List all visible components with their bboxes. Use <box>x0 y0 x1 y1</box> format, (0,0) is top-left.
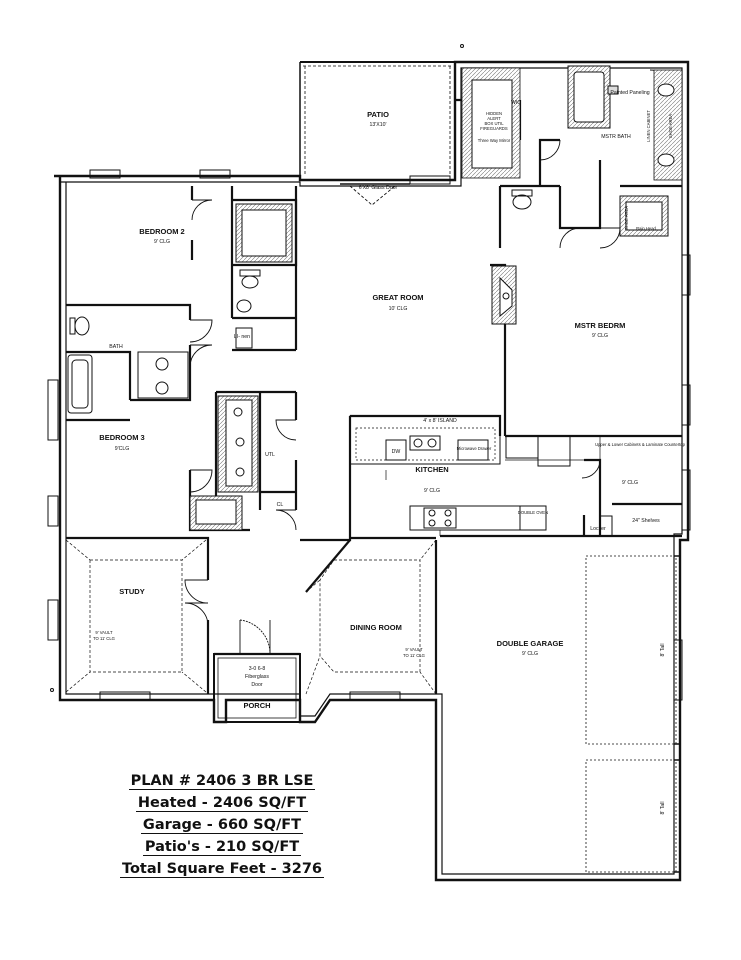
exterior-walls <box>47 44 691 882</box>
garage-door-height-2: 8' Tall <box>660 801 666 814</box>
painted-paneling: Painted Paneling <box>610 90 649 96</box>
dining-ceiling-2: TO 11' CLG <box>403 653 425 658</box>
fireplace <box>491 265 517 325</box>
garage-label: DOUBLE GARAGE <box>497 639 564 648</box>
locker-label: Locker <box>590 526 606 532</box>
shoe-area-label: SHOE AREA <box>668 114 673 138</box>
linen-label: LI- nen <box>234 334 250 340</box>
doors <box>184 69 681 655</box>
microwave-label: Microwave Drawer <box>457 446 492 451</box>
wic-mirror: Three Way Mirror <box>478 138 511 143</box>
upper-cabinets-label: Upper & Lower Cabinets & Laminate Counte… <box>595 442 686 447</box>
hall-bath-fixtures <box>67 203 293 531</box>
bedroom2-ceiling: 9' CLG <box>154 239 170 245</box>
wic-note-1: HIDDEN <box>486 111 502 116</box>
study-ceiling-1: 9' VAULT <box>95 630 113 635</box>
wic-note-4: FIREGUARDS <box>480 126 508 131</box>
total-sqft: Total Square Feet - 3276 <box>119 861 324 878</box>
rain-head-label: Rain Head <box>636 226 656 231</box>
study-ceiling <box>65 539 207 693</box>
porch-door-2: Fiberglass <box>245 674 269 680</box>
porch-door-3: Door <box>251 682 263 688</box>
porch-door-1: 3-0 6-8 <box>249 666 266 672</box>
shoe-area-2: SHOE AREA <box>624 206 629 230</box>
dining-label: DINING ROOM <box>350 623 402 632</box>
heated-sqft: Heated - 2406 SQ/FT <box>135 795 309 812</box>
porch-label: PORCH <box>243 701 270 710</box>
kitchen-ceiling: 9' CLG <box>424 488 440 494</box>
garage-sqft: Garage - 660 SQ/FT <box>140 817 304 834</box>
plan-title: PLAN # 2406 3 BR LSE <box>128 773 316 790</box>
patio-label: PATIO <box>367 110 389 119</box>
cl-label: CL <box>277 502 284 508</box>
great-room-ceiling: 10' CLG <box>389 306 408 312</box>
island-label: 4' x 8' ISLAND <box>423 418 457 424</box>
utl-label: UTL <box>265 452 275 458</box>
bedroom3-label: BEDROOM 3 <box>99 433 144 442</box>
patios-sqft: Patio's - 210 SQ/FT <box>142 839 302 856</box>
garage-doors <box>585 555 681 873</box>
bedroom3-ceiling: 9'CLG <box>115 446 130 452</box>
dw-label: DW <box>392 449 401 455</box>
porch-outline <box>213 653 301 723</box>
wic-note-3: BOX UTIL <box>484 121 504 126</box>
shelves-label: 24" Shelves <box>632 518 660 524</box>
garage-ceiling: 9' CLG <box>522 651 538 657</box>
wic-label: WIC <box>511 100 521 106</box>
dining-ceiling <box>305 539 437 695</box>
dining-ceiling-1: 9' VAULT <box>405 647 423 652</box>
bath-label: BATH <box>109 344 123 350</box>
kitchen-fixtures <box>349 415 682 537</box>
laundry-ceiling: 9' CLG <box>622 480 638 486</box>
master-bath-fixtures <box>461 65 683 237</box>
mstr-bath-label: MSTR BATH <box>601 134 631 140</box>
great-room-label: GREAT ROOM <box>372 293 423 302</box>
wic-note-2: ALERT <box>487 116 501 121</box>
patio-size: 13'X10' <box>370 122 387 128</box>
patio <box>299 61 455 176</box>
garage-door-height-1: 8' Tall <box>660 643 666 656</box>
double-oven-label: DOUBLE OVEN <box>518 510 548 515</box>
linen-cabinet: LINEN CABINET <box>646 110 651 142</box>
sliding-door-label: 6'X8' Glass Door <box>359 185 398 191</box>
square-footage-summary: PLAN # 2406 3 BR LSE Heated - 2406 SQ/FT… <box>92 770 352 880</box>
mstr-bedrm-ceiling: 9' CLG <box>592 333 608 339</box>
study-ceiling-2: TO 11' CLG <box>93 636 115 641</box>
mstr-bedrm-label: MSTR BEDRM <box>575 321 626 330</box>
bedroom2-label: BEDROOM 2 <box>139 227 184 236</box>
kitchen-label: KITCHEN <box>415 465 448 474</box>
study-label: STUDY <box>119 587 144 596</box>
